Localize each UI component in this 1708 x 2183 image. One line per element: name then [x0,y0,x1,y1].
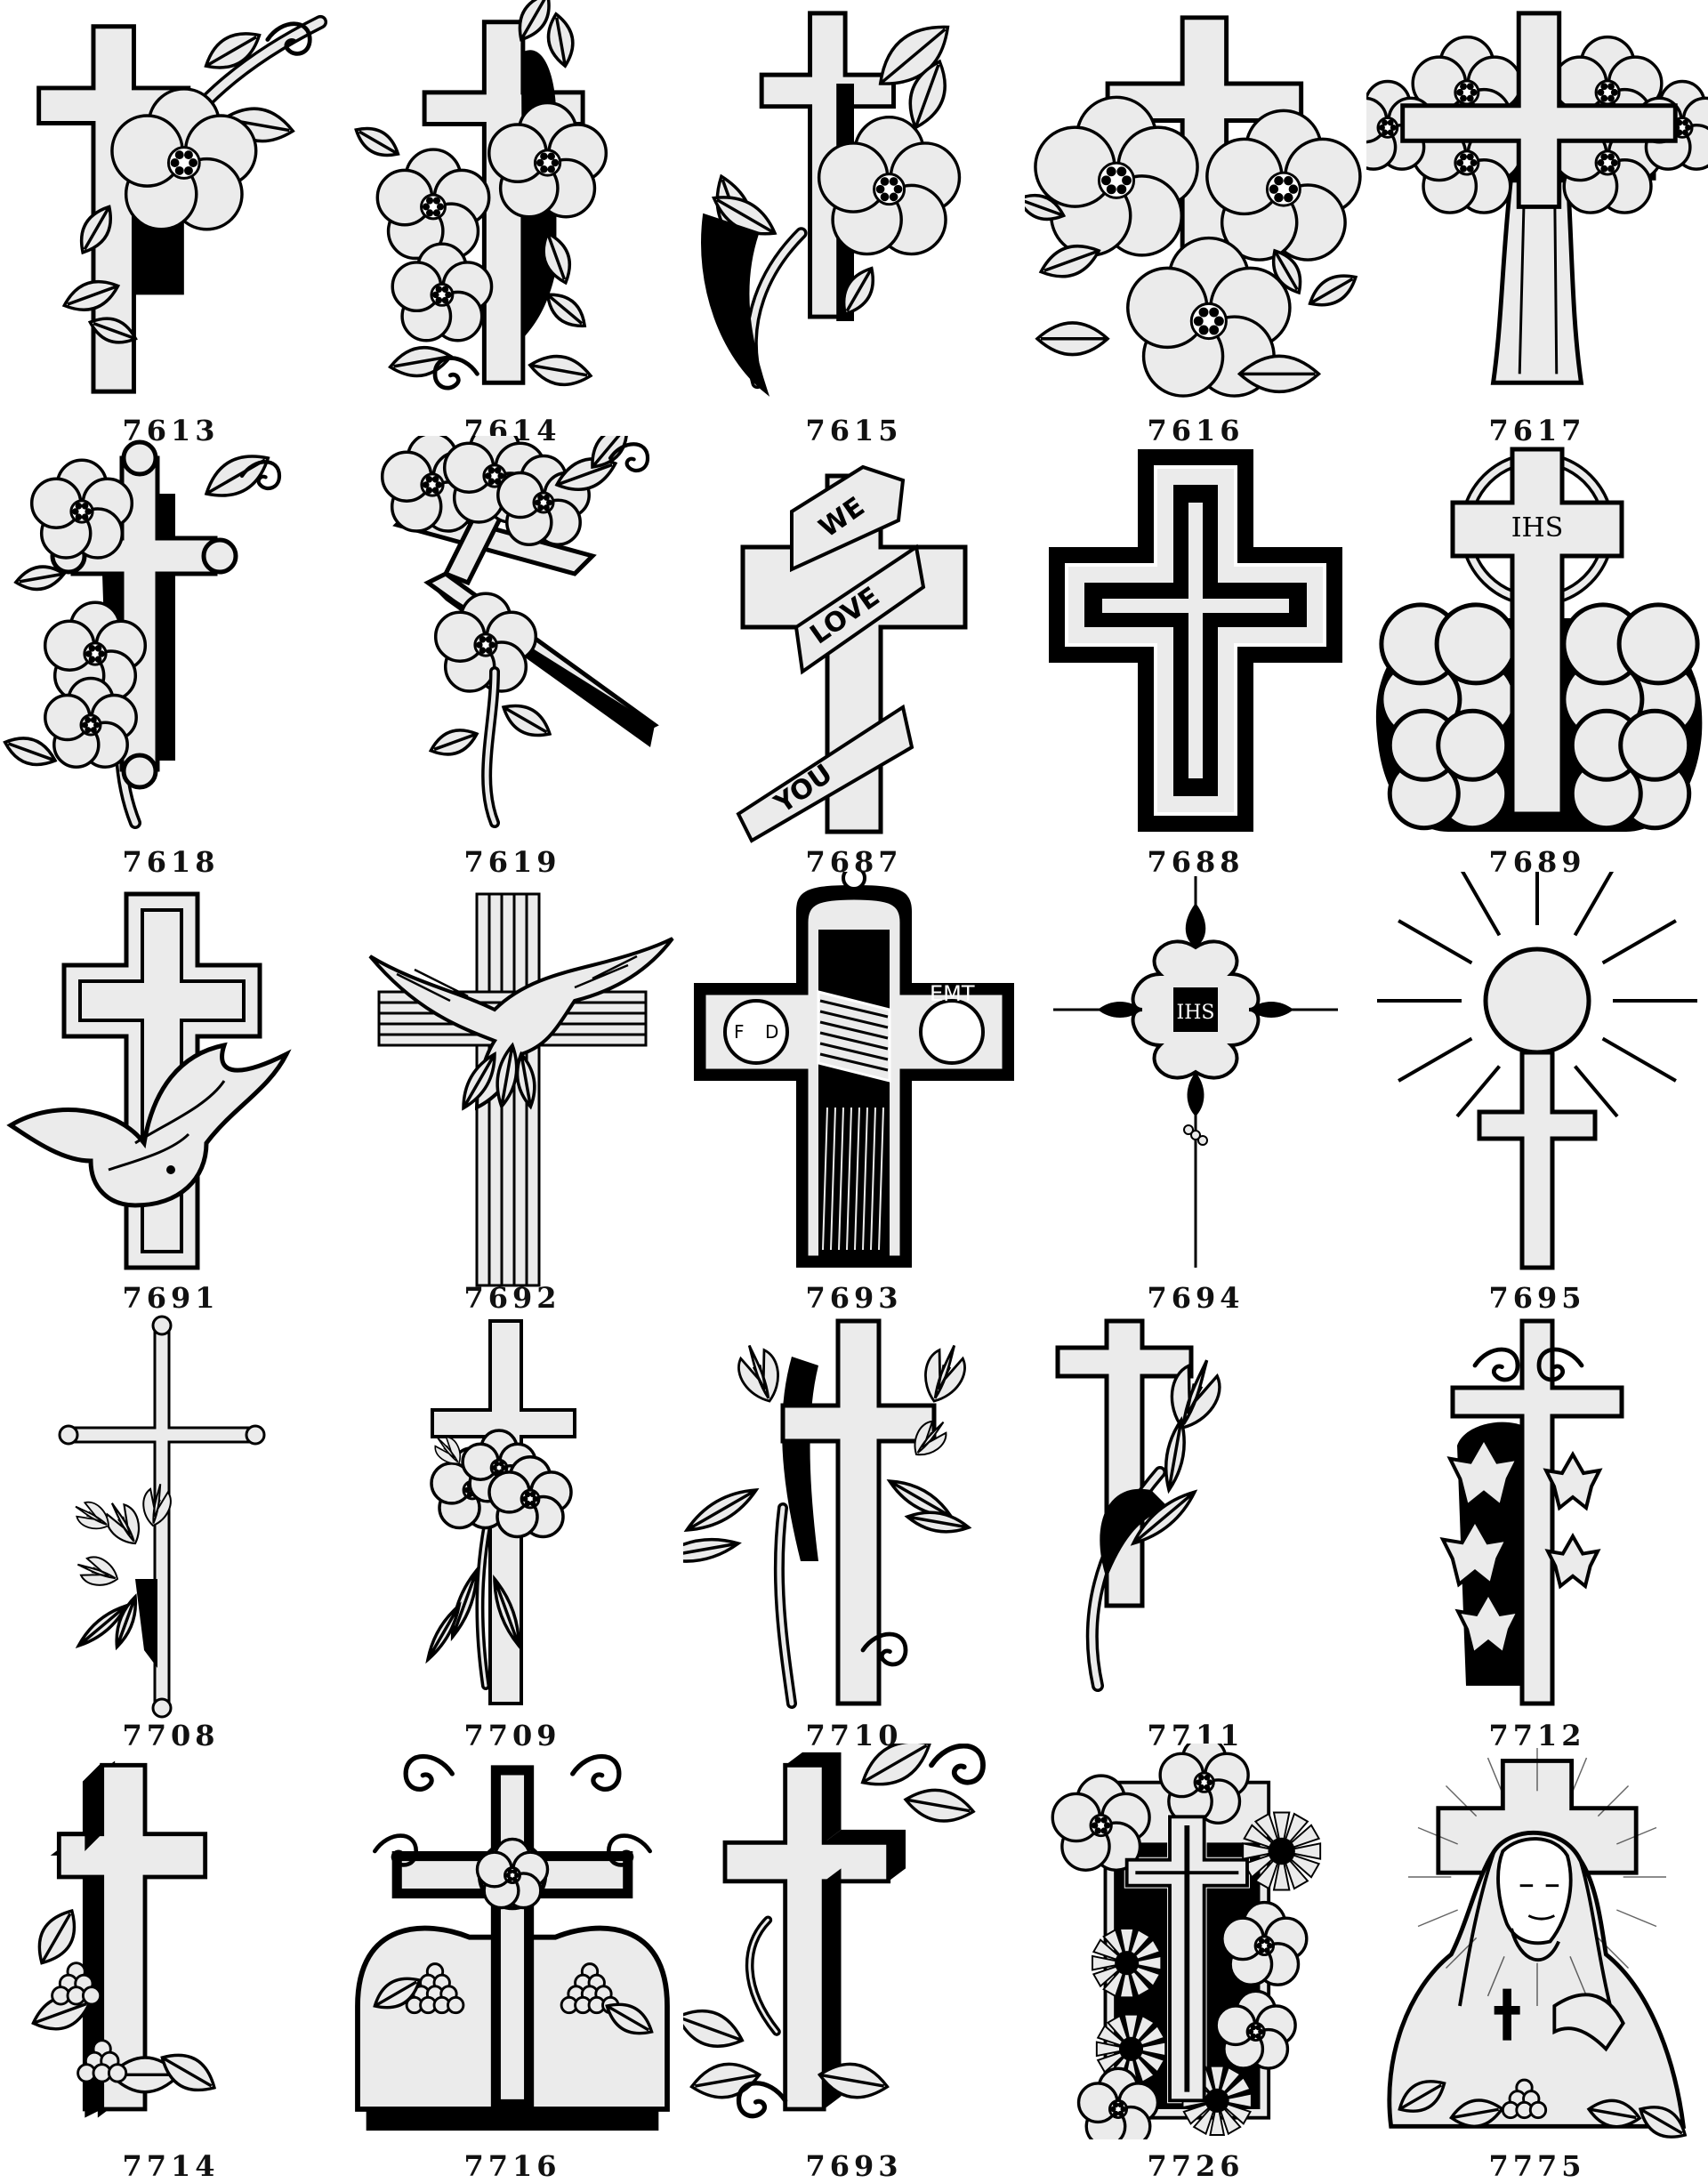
design-tile-7716: 7716 [342,1744,683,2183]
design-tile-7711: 7711 [1025,1308,1366,1752]
design-code-label: 7619 [463,845,561,879]
design-tile-7691: 7691 [0,872,342,1315]
design-code-label: 7693 [805,1281,903,1315]
design-code-label: 7695 [1488,1281,1586,1315]
design-art-cross-flowers-wrap-icon [354,0,608,391]
design-art-cross-dove-icon [6,891,292,1270]
design-art-cross-lily-left-icon [701,11,962,397]
design-code-label: 7693 [805,2149,903,2183]
design-code-label: 7691 [122,1281,220,1315]
design-art-cross-flower-cluster-icon [1366,11,1708,385]
design-art-cross-double-outline-icon [1049,449,1342,832]
design-tile-7714: 7714 [0,1744,342,2183]
design-art-celtic-cross-shamrocks-icon: IHS [1375,447,1703,832]
design-code-label: 7775 [1488,2149,1586,2183]
design-tile-7613: 7613 [0,0,342,447]
design-art-sun-cross-icon [1377,872,1697,1270]
design-art-armenian-cross-icon [355,1753,670,2131]
design-tile-7775: 7775 [1366,1744,1708,2183]
design-art-budded-cross-flowers-icon [3,439,282,829]
design-tile-7692: 7692 [342,872,683,1315]
design-art-cross-daffodils-icon [425,1319,576,1705]
design-code-label: 7694 [1147,1281,1245,1315]
design-code-label: 7712 [1488,1719,1586,1752]
design-tile-7688: 7688 [1025,436,1366,879]
design-tile-7619: 7619 [342,436,683,879]
design-code-label: 7615 [805,414,903,447]
design-tile-7695: 7695 [1366,872,1708,1315]
design-code-label: 7708 [122,1719,220,1752]
design-art-3d-cross-vine-icon [683,1744,986,2119]
design-tile-7617: 7617 [1366,0,1708,447]
design-code-label: 7710 [805,1719,903,1752]
design-code-label: 7618 [122,845,220,879]
design-tile-7693: 7693 [683,1744,1025,2183]
design-code-label: 7617 [1488,414,1586,447]
design-code-label: 7716 [463,2149,561,2183]
design-tile-7708: 7708 [0,1308,342,1752]
design-art-budded-cross-lilies-icon [58,1315,266,1719]
badge-letter-d: D [765,1021,778,1043]
design-art-tilted-cross-flowers-icon [380,436,659,828]
monogram: IHS [1511,512,1564,544]
design-art-cross-three-flowers-icon [1025,15,1362,398]
design-tile-7614: 7614 [342,0,683,447]
badge-letter-f: F [734,1021,745,1043]
design-tile-7712: 7712 [1366,1308,1708,1752]
design-tile-7616: 7616 [1025,0,1366,447]
design-tile-7618: 7618 [0,436,342,879]
design-art-jesus-cross-icon [1387,1748,1688,2139]
design-code-label: 7692 [463,1281,561,1315]
design-tile-7694: IHS 7694 [1025,872,1366,1315]
design-code-label: 7726 [1147,2149,1245,2183]
badge-emt: EMT [930,981,975,1006]
design-art-cross-lily-stem-icon [1055,1318,1221,1692]
design-code-label: 7688 [1147,845,1245,879]
design-code-label: 7714 [122,2149,220,2183]
design-art-3d-cross-grapes-icon [31,1760,217,2118]
design-tile-7689: IHS 7689 [1366,436,1708,879]
design-art-striped-cross-eagle-icon [368,892,674,1287]
design-art-cross-flowers-right-icon [36,14,328,394]
design-art-cross-lilies-both-icon [683,1318,972,1709]
design-tile-7710: 7710 [683,1308,1025,1752]
design-code-label: 7689 [1488,845,1586,879]
design-tile-7709: 7709 [342,1308,683,1752]
design-tile-7726: 7726 [1025,1744,1366,2183]
design-art-ornate-thin-cross-icon: IHS [1053,876,1338,1268]
design-art-cross-ivy-icon [1439,1318,1624,1706]
ornate-monogram: IHS [1177,1002,1215,1024]
design-tile-7615: 7615 [683,0,1025,447]
design-code-label: 7616 [1147,414,1245,447]
design-code-label: 7709 [463,1719,561,1752]
design-art-framed-cross-flowers-icon [1051,1744,1322,2139]
